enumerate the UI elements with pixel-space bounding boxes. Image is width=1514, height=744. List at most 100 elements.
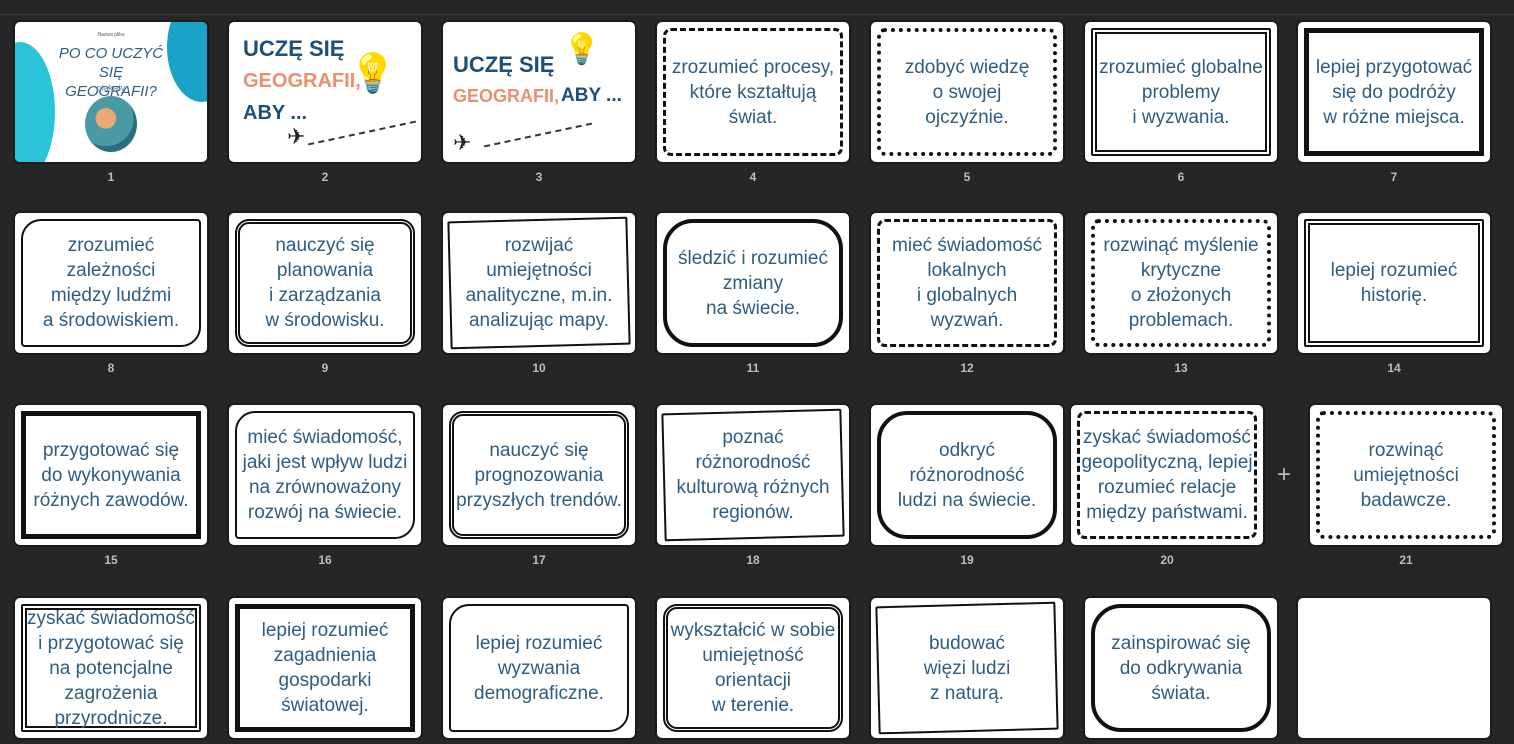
decorative-frame [663,604,843,732]
slide-text: wykształcić w sobie umiejętność orientac… [670,620,836,716]
slide-thumbnail-13[interactable]: rozwinąć myślenie krytyczne o złożonych … [1085,213,1277,353]
decorative-frame [449,604,629,732]
slide-thumbnail-24[interactable]: lepiej rozumieć wyzwania demograficzne. [443,598,635,738]
decorative-frame [663,219,843,347]
slide-text: rozwinąć umiejętności badawcze. [1353,439,1459,511]
slide-thumbnail-7[interactable]: lepiej przygotować się do podróży w różn… [1298,22,1490,162]
slide-thumbnail-22[interactable]: zyskać świadomość i przygotować się na p… [15,598,207,738]
slide-text: nauczyć się planowania i zarządzania w ś… [265,235,385,331]
slide-text: zainspirować się do odkrywania świata. [1111,632,1251,704]
slide-thumbnail-5[interactable]: zdobyć wiedzę o swojej ojczyźnie. [871,22,1063,162]
slide-number: 11 [746,361,760,375]
decorative-frame [235,411,415,539]
slide-thumbnail-25[interactable]: wykształcić w sobie umiejętność orientac… [657,598,849,738]
slide-number: 6 [1177,170,1185,184]
slide-number: 9 [321,361,329,375]
slide-text: zyskać świadomość geopolityczną, lepiej … [1081,427,1253,523]
intro-line3: ABY ... [561,85,622,106]
decorative-frame [235,219,415,347]
cover-small-text: Nazwa pliku [97,32,125,38]
dashed-path [483,122,593,148]
slide-text: lepiej rozumieć zagadnienia gospodarki ś… [261,620,389,716]
cover-title: PO CO UCZYĆ SIĘ GEOGRAFII? [58,45,164,100]
slide-thumbnail-3[interactable]: UCZĘ SIĘ GEOGRAFII,ABY ... 💡 ✈ [443,22,635,162]
slide-thumbnail-15[interactable]: przygotować się do wykonywania różnych z… [15,405,207,545]
slide-number: 5 [963,170,971,184]
decorative-frame [21,411,201,539]
slide-text: poznać różnorodność kulturową różnych re… [676,427,830,523]
slide-thumbnail-4[interactable]: zrozumieć procesy, które kształtują świa… [657,22,849,162]
decorative-frame [877,28,1057,156]
slide-thumbnail-1[interactable]: Nazwa pliku PO CO UCZYĆ SIĘ GEOGRAFII?pla… [15,22,207,162]
slide-number: 21 [1399,553,1413,567]
decorative-frame [877,219,1057,347]
intro-line2: GEOGRAFII, [243,70,361,92]
globe-icon [85,96,137,152]
slide-number: 1 [107,170,115,184]
slide-text: nauczyć się prognozowania przyszłych tre… [456,439,622,511]
intro-line2: GEOGRAFII, [453,86,560,106]
slide-thumbnail-21[interactable]: rozwinąć umiejętności badawcze. [1310,405,1502,545]
decorative-frame [1316,411,1496,539]
slide-text: zrozumieć globalne problemy i wyzwania. [1099,56,1263,128]
slide-number: 16 [318,553,332,567]
decorative-frame [1091,604,1271,732]
slide-number: 19 [960,553,974,567]
slide-thumbnail-6[interactable]: zrozumieć globalne problemy i wyzwania. [1085,22,1277,162]
lightbulb-icon: 💡 [349,53,397,95]
slide-thumbnail-26[interactable]: budować więzi ludzi z naturą. [871,598,1063,738]
slide-number: 3 [535,170,543,184]
slide-text: mieć świadomość, jaki jest wpływ ludzi n… [242,427,408,523]
slide-number: 20 [1160,553,1174,567]
paper-plane-icon: ✈ [453,130,472,155]
slide-thumbnail-9[interactable]: nauczyć się planowania i zarządzania w ś… [229,213,421,353]
decorative-frame [1077,411,1257,539]
slide-thumbnail-18[interactable]: poznać różnorodność kulturową różnych re… [657,405,849,545]
slide-text: zdobyć wiedzę o swojej ojczyźnie. [904,56,1030,128]
slide-text: rozwijać umiejętności analityczne, m.in.… [465,235,613,331]
slide-text: przygotować się do wykonywania różnych z… [33,439,189,511]
dashed-path [307,120,417,146]
slide-text: lepiej rozumieć historię. [1330,260,1458,306]
slide-text: śledzić i rozumieć zmiany na świecie. [678,247,828,319]
slide-text: lepiej przygotować się do podróży w różn… [1315,56,1473,128]
slide-thumbnail-14[interactable]: lepiej rozumieć historię. [1298,213,1490,353]
slide-thumbnail-28[interactable] [1298,598,1490,738]
decorative-frame [449,411,629,539]
intro-line1: UCZĘ SIĘ [243,36,345,61]
slide-thumbnail-10[interactable]: rozwijać umiejętności analityczne, m.in.… [443,213,635,353]
slide-thumbnail-8[interactable]: zrozumieć zależności między ludźmi a śro… [15,213,207,353]
intro-line1: UCZĘ SIĘ [453,52,555,77]
slide-number: 13 [1174,361,1188,375]
lightbulb-icon: 💡 [563,33,601,66]
slide-thumbnail-23[interactable]: lepiej rozumieć zagadnienia gospodarki ś… [229,598,421,738]
slide-number: 2 [321,170,329,184]
slide-number: 14 [1387,361,1401,375]
slide-text: mieć świadomość lokalnych i globalnych w… [892,235,1042,331]
slide-text: rozwinąć myślenie krytyczne o złożonych … [1103,235,1259,331]
slide-thumbnail-16[interactable]: mieć świadomość, jaki jest wpływ ludzi n… [229,405,421,545]
slide-number: 10 [532,361,546,375]
decorative-frame [877,411,1057,539]
decorative-frame [21,219,201,347]
slide-number: 12 [960,361,974,375]
slide-number: 4 [749,170,757,184]
paper-plane-icon: ✈ [287,124,306,149]
slide-text: budować więzi ludzi z naturą. [923,632,1011,704]
slide-number: 18 [746,553,760,567]
slide-thumbnail-20[interactable]: zyskać świadomość geopolityczną, lepiej … [1071,405,1263,545]
decorative-frame [663,28,843,156]
slide-thumbnail-12[interactable]: mieć świadomość lokalnych i globalnych w… [871,213,1063,353]
slide-text: zyskać świadomość i przygotować się na p… [27,607,195,729]
cover-subtitle: plakaty [96,83,126,93]
slide-thumbnail-17[interactable]: nauczyć się prognozowania przyszłych tre… [443,405,635,545]
slide-thumbnail-11[interactable]: śledzić i rozumieć zmiany na świecie. [657,213,849,353]
slide-text: odkryć różnorodność ludzi na świecie. [897,439,1037,511]
slide-number: 8 [107,361,115,375]
slide-text: zrozumieć zależności między ludźmi a śro… [42,235,180,331]
slide-thumbnail-19[interactable]: odkryć różnorodność ludzi na świecie. [871,405,1063,545]
toolbar-divider [0,14,1514,15]
slide-thumbnail-27[interactable]: zainspirować się do odkrywania świata. [1085,598,1277,738]
add-slide-button[interactable]: + [1277,461,1292,488]
